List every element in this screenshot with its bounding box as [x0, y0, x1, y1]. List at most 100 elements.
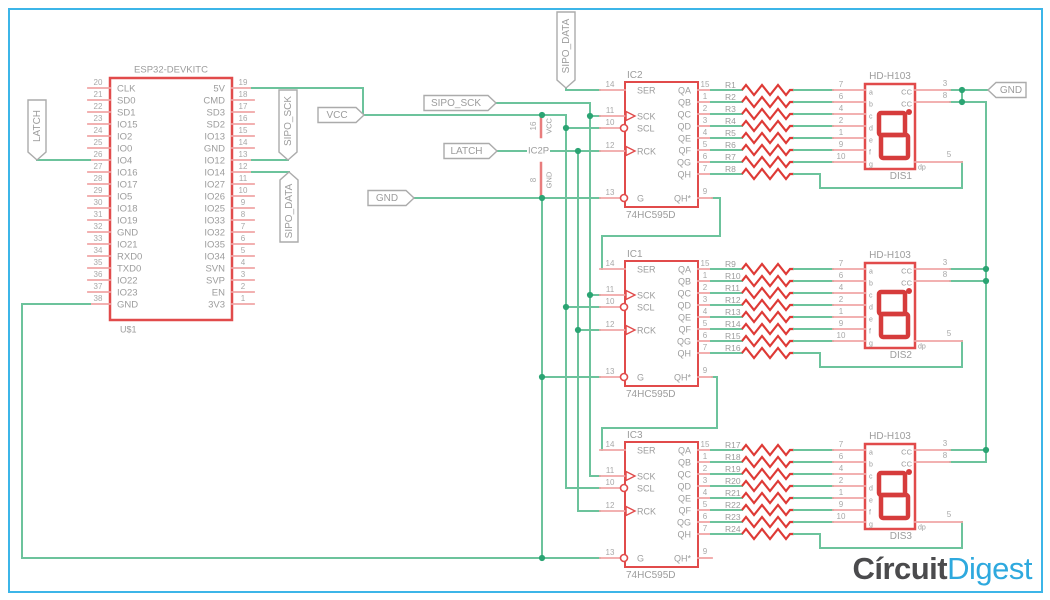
display-pin-number: 4 [838, 283, 844, 292]
display-pin-number: 4 [838, 104, 844, 113]
ic-pin-label: QD [677, 481, 692, 491]
ic-pin-number: 10 [605, 478, 615, 487]
resistor-symbol [741, 107, 794, 121]
net-flag-sipo-data [556, 11, 576, 89]
ic-pin-label: QD [677, 121, 692, 131]
ic-pin-number: 1 [702, 452, 708, 461]
display-segment-label: e [869, 497, 873, 504]
clock-pin-mark [625, 145, 637, 157]
esp32-pin-number: 13 [238, 150, 248, 159]
display-cc-label: CC [901, 459, 912, 469]
ic-pin-label: QH* [673, 193, 691, 203]
resistor-ref: R10 [725, 270, 741, 281]
inverted-pin-bubble [619, 553, 629, 563]
ic-pin-number: 9 [702, 187, 708, 196]
display-segment-label: a [869, 449, 873, 456]
ic-pin-number: 6 [702, 152, 708, 161]
esp32-title: ESP32-DEVKITC [134, 64, 208, 76]
ic-pin-label: QB [677, 457, 691, 467]
display-ref: DIS3 [889, 531, 912, 542]
esp32-pin-number: 21 [93, 90, 103, 99]
esp32-pin-number: 35 [93, 258, 103, 267]
ic-pin-label: QE [677, 133, 691, 143]
display-pin-number: 6 [838, 271, 844, 280]
esp32-pin-number: 28 [93, 174, 103, 183]
ic-pin-label: QE [677, 312, 691, 322]
ic-pin-label: QF [678, 324, 692, 334]
logo-circuit: Círcuit [852, 551, 948, 586]
display-pin-number: 10 [836, 331, 846, 340]
inverted-pin-bubble [619, 483, 629, 493]
inverted-pin-bubble [619, 372, 629, 382]
resistor-symbol [741, 491, 794, 505]
seven-segment-glyph [878, 492, 911, 521]
ic-pin-number: 13 [605, 188, 615, 197]
resistor-ref: R18 [725, 451, 741, 462]
ic-pin-label: QH [677, 348, 692, 358]
resistor-ref: R12 [725, 294, 741, 305]
esp32-pin-number: 34 [93, 246, 103, 255]
esp32-pin-number: 24 [93, 126, 103, 135]
display-pin-number: 4 [838, 464, 844, 473]
display-pin-number: 3 [942, 439, 948, 448]
ic-pin-number: 6 [702, 331, 708, 340]
ic2p-gnd-pin-name: GND [544, 171, 554, 189]
esp32-pin-label: IO33 [204, 214, 225, 226]
ic-pin-label: SCL [637, 483, 655, 493]
esp32-pin-number: 38 [93, 294, 103, 303]
display-cc-label: CC [901, 87, 912, 97]
resistor-symbol [741, 515, 794, 529]
logo-digest: Digest [947, 551, 1032, 586]
resistor-symbol [741, 467, 794, 481]
net-flag-sipo-sck [278, 89, 298, 161]
esp32-pin-label: RXD0 [117, 250, 143, 262]
ic-pin-number: 3 [702, 116, 708, 125]
resistor-ref: R19 [725, 463, 741, 474]
display-part: HD-H103 [869, 250, 911, 261]
resistor-ref: R4 [725, 115, 736, 126]
ic-pin-label: QD [677, 300, 692, 310]
ic-pin-number: 14 [605, 259, 615, 268]
ic2p-label: IC2P [527, 145, 551, 157]
esp32-pin-label: SD0 [117, 94, 136, 106]
ic-pin-number: 2 [702, 104, 708, 113]
clock-pin-mark [625, 324, 637, 336]
junction-dot [982, 265, 990, 273]
esp32-pin-label: IO16 [117, 166, 138, 178]
inverted-pin-bubble [619, 123, 629, 133]
ic-pin-label: RCK [637, 325, 657, 335]
resistor-symbol [741, 274, 794, 288]
display-segment-label: e [869, 137, 873, 144]
ic-pin-label: QH* [673, 553, 691, 563]
resistor-symbol [741, 298, 794, 312]
ic-pin-number: 12 [605, 141, 615, 150]
display-pin-number: 3 [942, 258, 948, 267]
display-dp-label: dp [918, 524, 926, 531]
display-pin-number: 5 [946, 150, 952, 159]
esp32-pin-number: 3 [240, 270, 246, 279]
esp32-pin-label: GND [117, 298, 139, 310]
seven-segment-glyph [878, 132, 911, 161]
ic-pin-number: 5 [702, 500, 708, 509]
display-segment-label: f [869, 509, 871, 516]
esp32-pin-number: 12 [238, 162, 248, 171]
net-flag-gnd-label: GND [999, 84, 1023, 96]
ic-pin-label: G [637, 553, 645, 563]
resistor-symbol [741, 119, 794, 133]
clock-pin-mark [625, 470, 637, 482]
ic-pin-number: 3 [702, 295, 708, 304]
net-flag-latch [27, 99, 47, 161]
esp32-pin-label: IO17 [117, 178, 138, 190]
ic-pin-label: G [637, 372, 645, 382]
display-segment-label: d [869, 485, 873, 492]
resistor-ref: R17 [725, 439, 741, 450]
ic-pin-number: 10 [605, 118, 615, 127]
ic-pin-number: 11 [605, 285, 615, 294]
resistor-symbol [741, 334, 794, 348]
display-pin-number: 8 [942, 270, 948, 279]
shift-register-ref: IC2 [627, 70, 643, 81]
net-flag-sipo-sck-label: SIPO_SCK [430, 97, 482, 109]
esp32-pin-label: SD2 [206, 118, 225, 130]
esp32-pin-number: 26 [93, 150, 103, 159]
display-pin-number: 2 [838, 116, 844, 125]
